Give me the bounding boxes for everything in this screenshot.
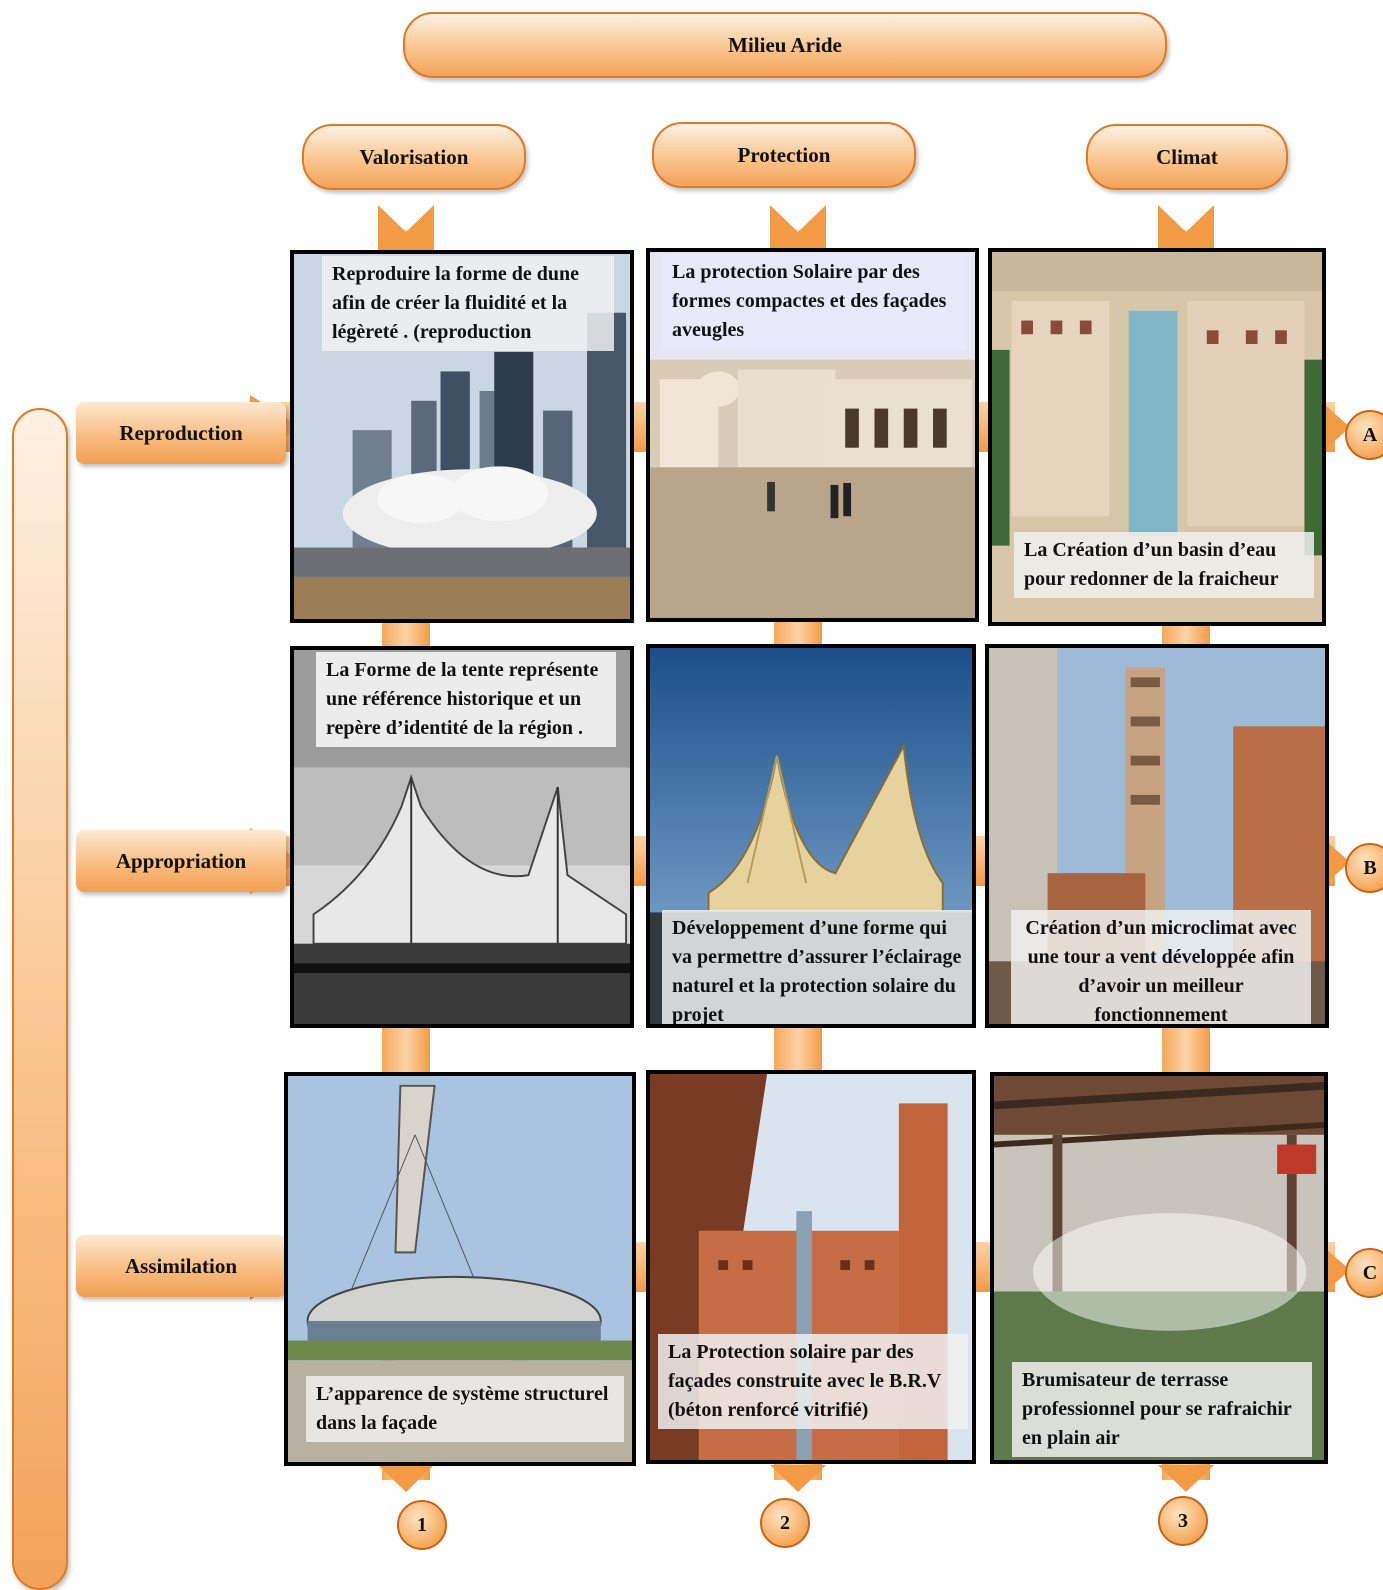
column-number-1: 1 [397, 1500, 447, 1550]
column-header-protection: Protection [652, 122, 916, 188]
column-2-arrow-tip [770, 1465, 826, 1492]
column-number-2: 2 [760, 1498, 810, 1548]
column-header-valorisation: Valorisation [302, 124, 526, 190]
caption-r1c3: La Création d’un basin d’eau pour redonn… [1014, 532, 1314, 598]
row-c-arrow-right [1325, 1248, 1350, 1292]
row-label-appropriation: Appropriation [76, 830, 286, 892]
caption-r2c1: La Forme de la tente représente une réfé… [316, 652, 616, 747]
row-label-text: Reproduction [119, 420, 243, 445]
column-header-label: Climat [1156, 144, 1218, 169]
column-header-label: Valorisation [359, 144, 469, 169]
caption-r3c1: L’apparence de système structurel dans l… [306, 1376, 624, 1442]
column-3-arrow-tip [1158, 1465, 1214, 1492]
image-panel-r1c2: La protection Solaire par des formes com… [646, 248, 979, 622]
row-letter-c: C [1345, 1248, 1383, 1298]
row-a-arrow-right [1325, 405, 1350, 450]
image-panel-r3c2: La Protection solaire par des façades co… [646, 1070, 976, 1464]
column-1-arrow-tip [378, 1465, 434, 1492]
row-letter-text: C [1362, 1261, 1378, 1284]
caption-r1c1: Reproduire la forme de dune afin de crée… [322, 256, 614, 351]
row-letter-text: B [1363, 856, 1377, 879]
row-label-assimilation: Assimilation [76, 1235, 286, 1297]
row-letter-b: B [1345, 843, 1383, 893]
caption-r2c2: Développement d’une forme qui va permett… [662, 910, 972, 1024]
integration-side-label [12, 408, 68, 1590]
caption-r3c3: Brumisateur de terrasse professionnel po… [1012, 1362, 1312, 1457]
image-panel-r1c1: Reproduire la forme de dune afin de crée… [290, 250, 634, 623]
column-number-text: 2 [780, 1511, 790, 1534]
column-number-text: 3 [1178, 1509, 1188, 1532]
image-panel-r1c3: La Création d’un basin d’eau pour redonn… [988, 248, 1326, 626]
title-pill: Milieu Aride [403, 12, 1167, 78]
row-b-arrow-right [1325, 840, 1350, 884]
column-number-3: 3 [1158, 1496, 1208, 1546]
row-letter-a: A [1345, 410, 1383, 460]
caption-r3c2: La Protection solaire par des façades co… [658, 1334, 968, 1429]
image-panel-r3c1: L’apparence de système structurel dans l… [284, 1072, 636, 1466]
row-label-reproduction: Reproduction [76, 402, 286, 464]
image-panel-r2c1: La Forme de la tente représente une réfé… [290, 646, 634, 1028]
row-label-text: Appropriation [115, 848, 247, 873]
caption-r1c2: La protection Solaire par des formes com… [662, 254, 967, 349]
title-text: Milieu Aride [728, 32, 842, 57]
caption-r2c3: Création d’un microclimat avec une tour … [1011, 910, 1311, 1024]
column-number-text: 1 [417, 1513, 427, 1536]
row-label-text: Assimilation [124, 1253, 237, 1278]
column-header-climat: Climat [1086, 124, 1288, 190]
image-panel-r2c2: Développement d’une forme qui va permett… [646, 644, 976, 1028]
column-header-label: Protection [737, 142, 831, 167]
integration-label-wrap [12, 408, 64, 1586]
image-panel-r3c3: Brumisateur de terrasse professionnel po… [990, 1072, 1328, 1464]
row-letter-text: A [1362, 423, 1378, 446]
image-panel-r2c3: Création d’un microclimat avec une tour … [985, 644, 1329, 1028]
